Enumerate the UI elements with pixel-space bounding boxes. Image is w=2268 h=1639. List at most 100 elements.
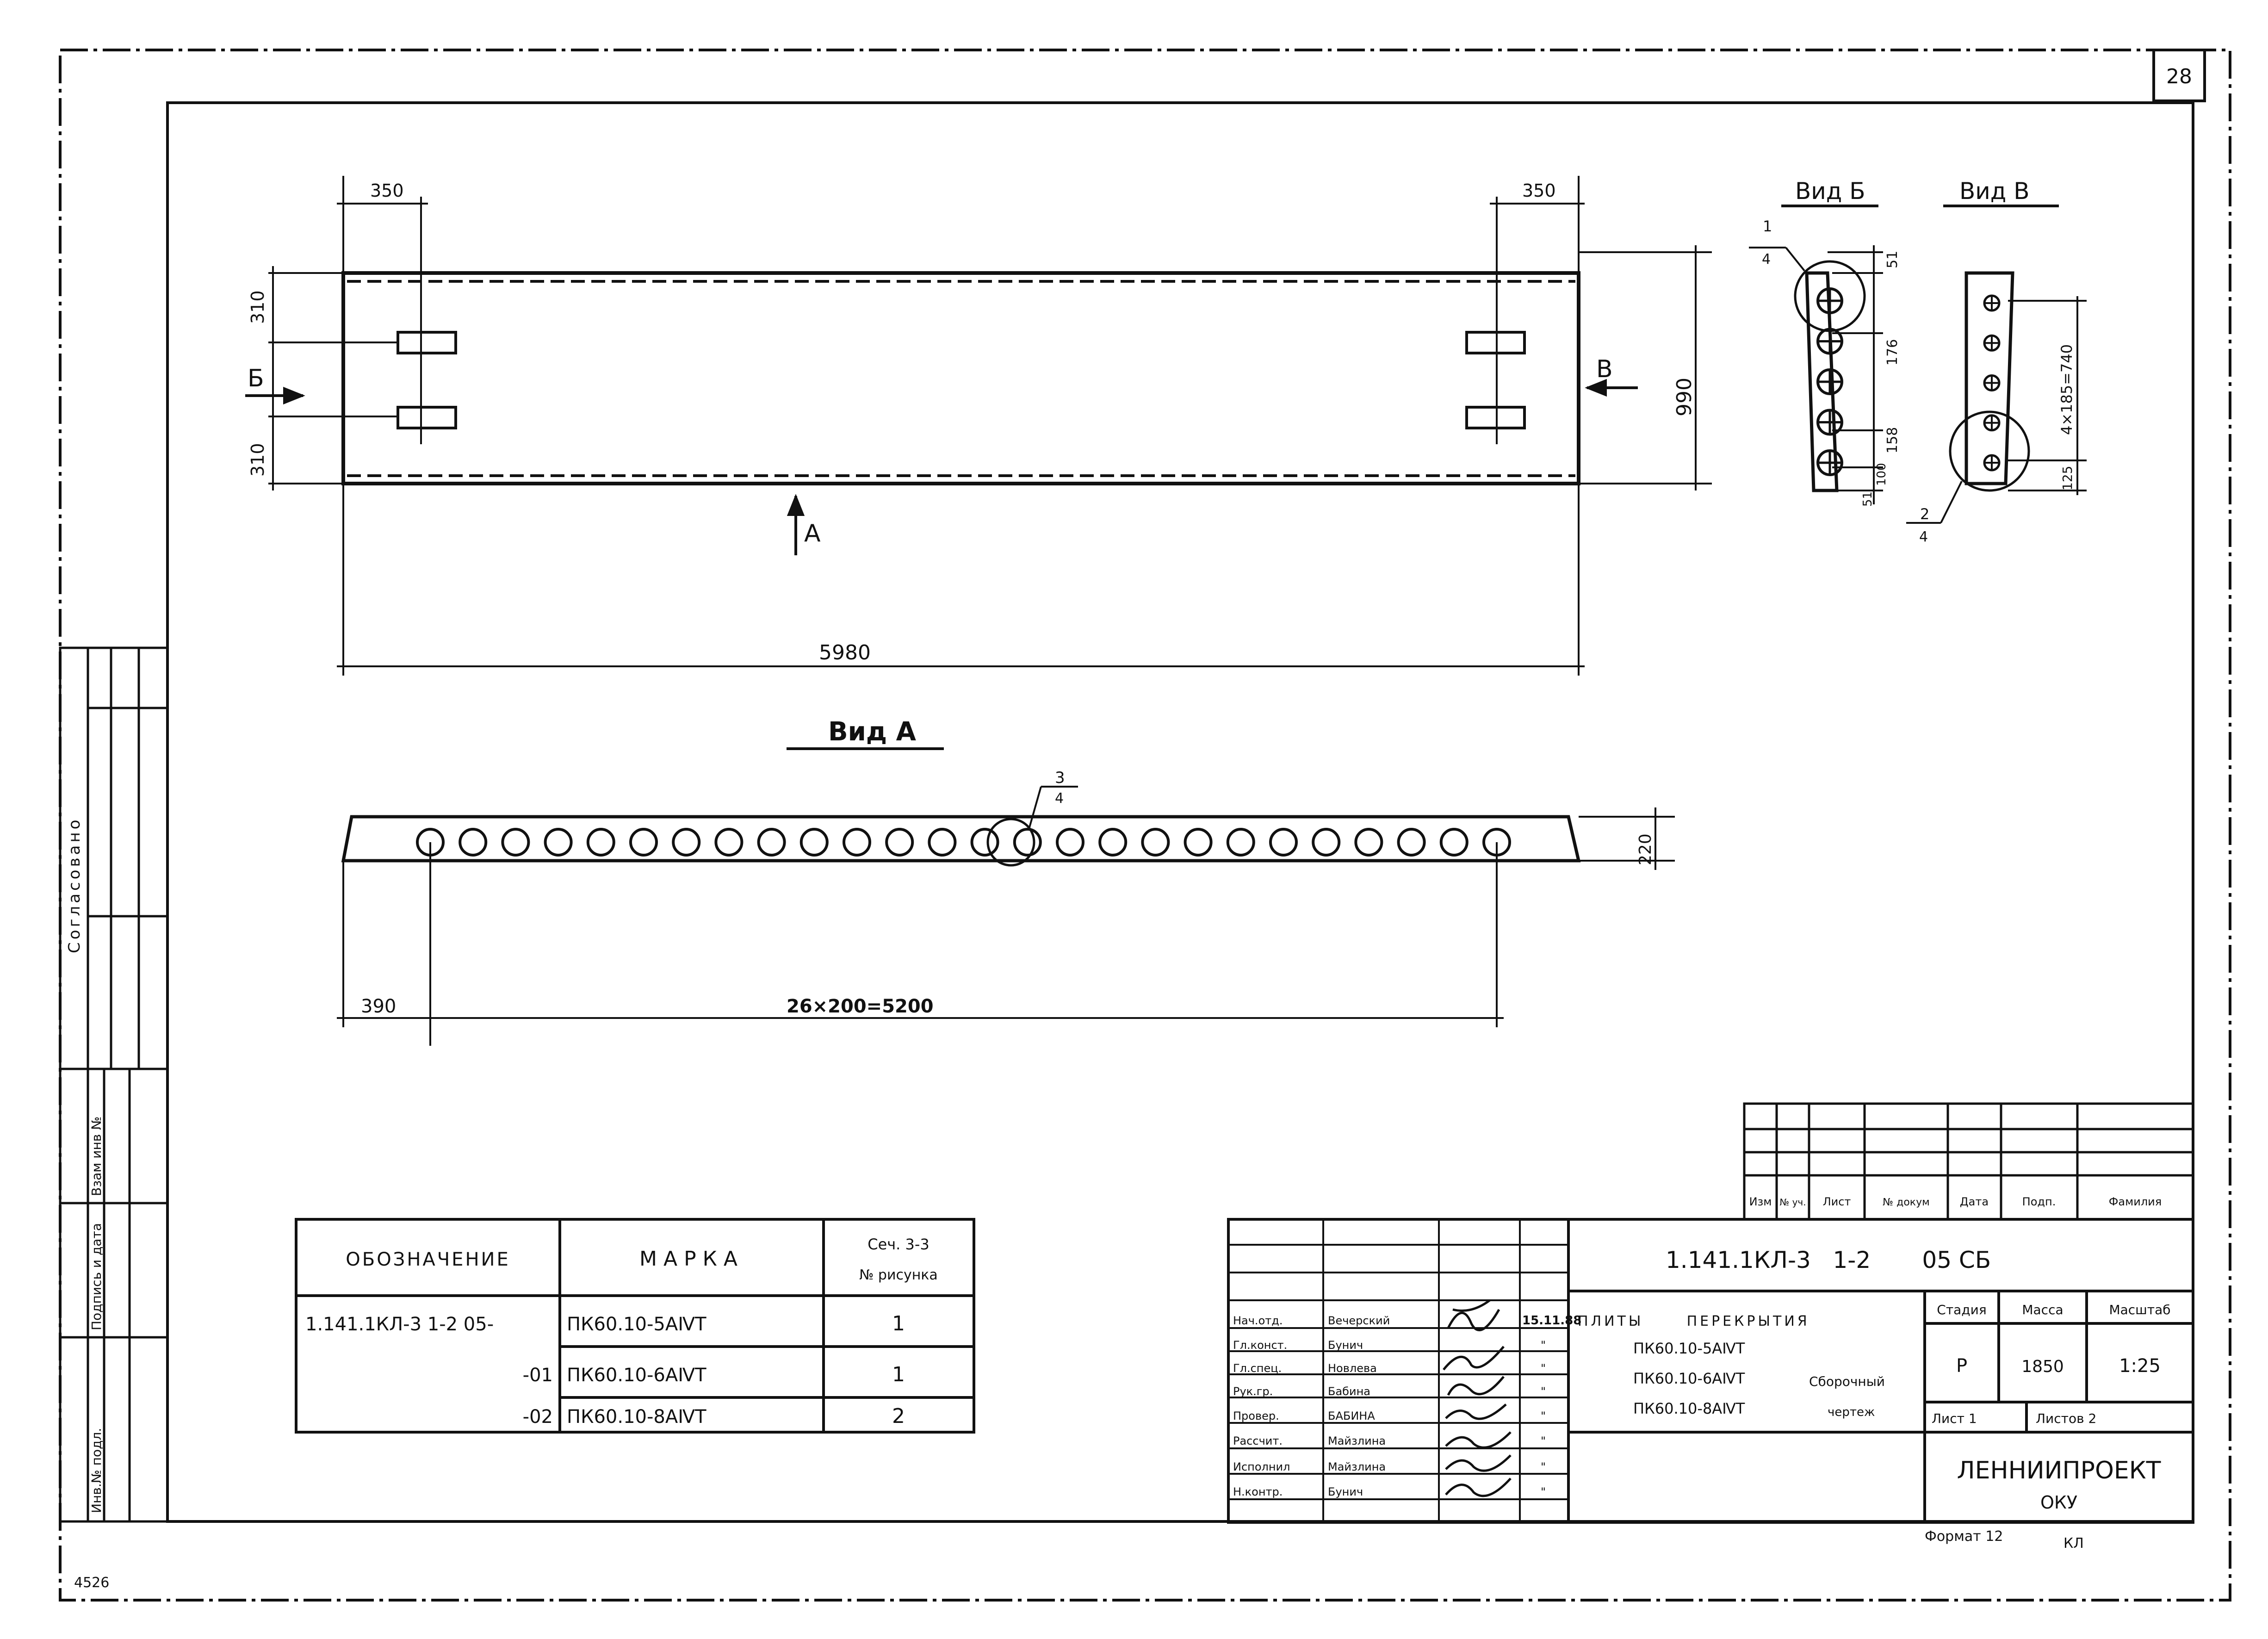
role-1-date: 15.11.88 <box>1522 1314 1581 1328</box>
inv-podl-label: Инв.№ подл. <box>89 1428 104 1513</box>
role-3-date: " <box>1541 1362 1546 1375</box>
left-stamp-strip <box>59 646 169 1523</box>
spec-header-section: Сеч. 3-3 <box>868 1235 930 1253</box>
mass-label: Масса <box>2022 1302 2063 1317</box>
spec-row-3-designation: -02 <box>523 1406 553 1428</box>
spec-row-3-mark: ПК60.10-8АⅣТ <box>567 1406 706 1428</box>
view-a-hole <box>1184 828 1213 857</box>
view-a-hole <box>1439 828 1469 857</box>
scale-label: Масштаб <box>2109 1302 2170 1317</box>
view-a-hole <box>1141 828 1170 857</box>
view-b-dim-b: 100 <box>1875 463 1889 486</box>
spec-row-1-designation: 1.141.1КЛ-3 1-2 05- <box>305 1314 494 1335</box>
mass-value: 1850 <box>2021 1357 2064 1376</box>
role-5-date: " <box>1541 1409 1546 1422</box>
role-2: Гл.конст. <box>1233 1339 1287 1352</box>
role-8: Н.контр. <box>1233 1485 1283 1498</box>
view-v-title: Вид В <box>1959 178 2030 205</box>
role-4-date: " <box>1541 1385 1546 1398</box>
view-b-holes <box>1816 287 1843 476</box>
view-v-hole <box>1983 334 2001 352</box>
revision-table <box>1743 1102 2194 1221</box>
arrow-v-label: В <box>1596 355 1613 383</box>
view-a-hole <box>586 828 615 857</box>
view-v-hole <box>1983 294 2001 312</box>
view-a-hole <box>1056 828 1084 857</box>
view-b-callout-num: 1 <box>1763 217 1772 235</box>
role-7-name: Майзлина <box>1328 1460 1386 1473</box>
title-block <box>1227 1218 2194 1524</box>
sheet-label: Лист 1 <box>1932 1411 1977 1426</box>
product-line-1: ПЛИТЫ ПЕРЕКРЫТИЯ <box>1578 1313 1810 1329</box>
view-a-hole <box>1013 828 1042 857</box>
lifting-loop-bottom-left <box>397 406 457 429</box>
role-3: Гл.спец. <box>1233 1362 1282 1375</box>
org-name: ЛЕННИИПРОЕКТ <box>1957 1457 2161 1484</box>
view-a-dim-spacing: 26×200=5200 <box>787 996 934 1017</box>
role-7: Исполнил <box>1233 1460 1290 1473</box>
role-1: Нач.отд. <box>1233 1314 1283 1327</box>
view-b-hole <box>1816 328 1843 355</box>
spec-header-designation: ОБОЗНАЧЕНИЕ <box>346 1249 510 1270</box>
view-v-callout-sheet: 4 <box>1919 529 1928 545</box>
view-v-hole <box>1983 414 2001 432</box>
view-a-hole <box>970 828 999 857</box>
view-b-hole <box>1816 368 1843 395</box>
plan-dim-left-top: 350 <box>370 180 404 201</box>
plan-dim-left-lower: 310 <box>248 443 268 477</box>
view-v-dim-span: 4×185=740 <box>2058 344 2076 435</box>
view-a-hole <box>1397 828 1426 857</box>
plan-dim-length: 5980 <box>819 641 871 664</box>
role-4: Рук.гр. <box>1233 1385 1273 1398</box>
agreed-label: Согласовано <box>65 817 84 953</box>
role-1-name: Вечерский <box>1328 1314 1390 1327</box>
product-line-3: ПК60.10-6АⅣТ <box>1633 1370 1745 1387</box>
view-v-hole <box>1983 454 2001 472</box>
view-v-hole <box>1983 374 2001 391</box>
slab-plan <box>341 197 1580 485</box>
view-a-dim-left: 390 <box>361 996 396 1017</box>
spec-row-2-mark: ПК60.10-6АⅣТ <box>567 1365 706 1386</box>
view-a-hole <box>885 828 914 857</box>
view-a-dim-height: 220 <box>1636 833 1655 865</box>
vzam-inv-label: Взам инв № <box>89 1117 104 1196</box>
corner-note: КЛ <box>2064 1535 2084 1552</box>
view-b-hole <box>1816 409 1843 436</box>
plan-dim-height: 990 <box>1673 378 1696 416</box>
plan-dimensions <box>268 176 1712 676</box>
plan-dim-right-top: 350 <box>1522 180 1556 201</box>
view-b-title: Вид Б <box>1795 178 1865 205</box>
lifting-loop-top-right <box>1465 331 1526 354</box>
product-line-4-note: чертеж <box>1828 1405 1875 1419</box>
rev-header-familiya: Фамилия <box>2109 1195 2162 1208</box>
view-b-callout-circle <box>1794 260 1866 332</box>
spec-row-3-figure: 2 <box>892 1404 905 1428</box>
rev-header-podp: Подп. <box>2022 1195 2056 1208</box>
view-v-section <box>1964 271 2014 485</box>
view-v-dim-bottom: 125 <box>2060 466 2075 490</box>
view-a-dimensions <box>337 807 1675 1046</box>
view-a-hole <box>544 828 573 857</box>
view-b-hole <box>1816 449 1843 476</box>
stage-label: Стадия <box>1937 1302 1986 1317</box>
role-6-name: Майзлина <box>1328 1434 1386 1447</box>
page-number: 28 <box>2166 65 2192 88</box>
view-a-hole <box>459 828 488 857</box>
view-a-callout-sheet: 4 <box>1055 790 1064 807</box>
product-line-2: ПК60.10-5АⅣТ <box>1633 1340 1745 1357</box>
role-7-date: " <box>1541 1460 1546 1473</box>
stage-value: Р <box>1956 1355 1967 1377</box>
view-v-holes <box>1983 294 2001 472</box>
role-8-date: " <box>1541 1485 1546 1498</box>
role-2-name: Бунич <box>1328 1339 1363 1352</box>
rev-header-nuch: № уч. <box>1779 1197 1806 1208</box>
role-6-date: " <box>1541 1434 1546 1447</box>
role-3-name: Новлева <box>1328 1362 1377 1375</box>
view-b-dim-top: 51 <box>1884 251 1901 268</box>
view-b-dim-mid: 176 <box>1884 339 1901 366</box>
spec-row-2-figure: 1 <box>892 1363 905 1386</box>
view-a-hole <box>1354 828 1383 857</box>
view-b-dim-a: 158 <box>1884 427 1901 453</box>
plan-dim-left-upper: 310 <box>248 290 268 324</box>
view-b-dimensions <box>1828 245 1883 504</box>
